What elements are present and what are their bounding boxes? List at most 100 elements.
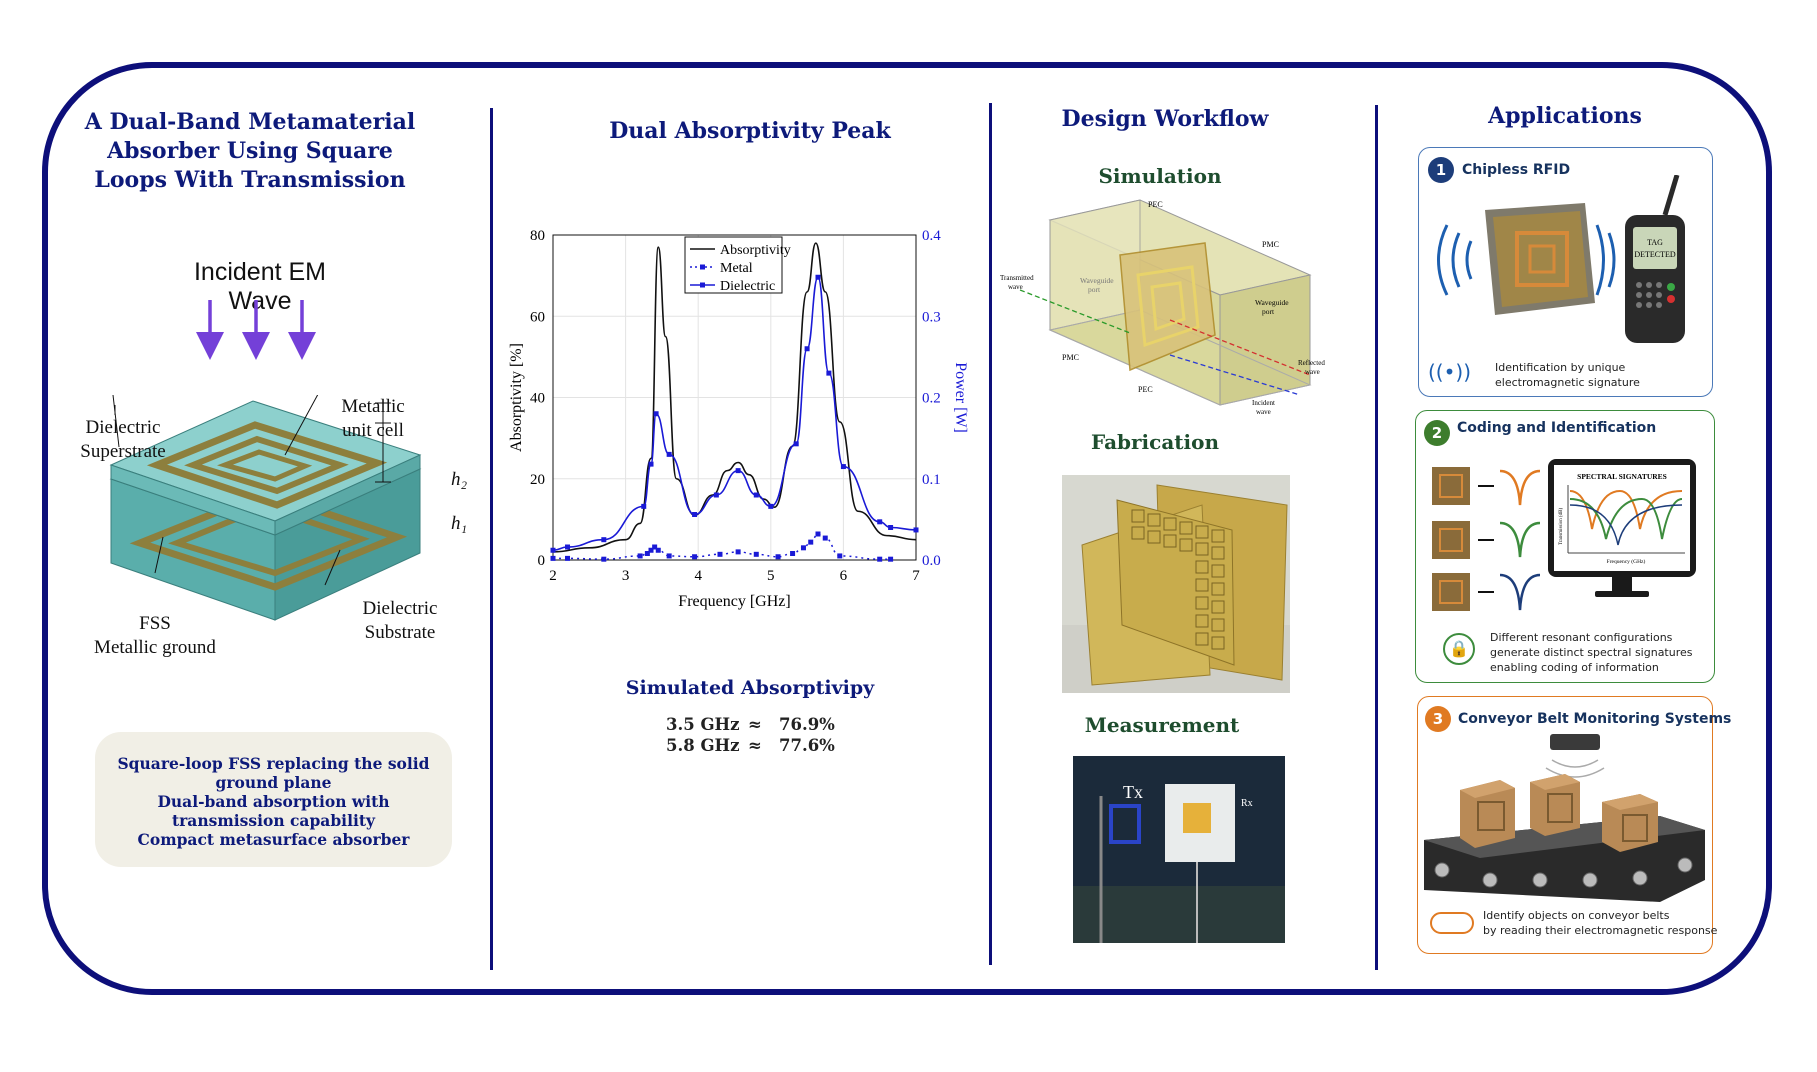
x-tick-5: 7 bbox=[912, 568, 920, 584]
card2-title: Coding and Identification bbox=[1457, 420, 1657, 436]
series-dielectric-point-1 bbox=[565, 544, 571, 550]
rx-label: Rx bbox=[1241, 798, 1253, 809]
series-metal-point-21 bbox=[888, 556, 894, 562]
series-metal-point-2 bbox=[601, 556, 607, 562]
series-metal-point-14 bbox=[790, 551, 796, 556]
series-metal-point-9 bbox=[692, 554, 698, 560]
label-dielectric-superstrate: Dielectric Superstrate bbox=[80, 417, 166, 462]
series-metal-point-16 bbox=[808, 539, 814, 545]
series-dielectric-line bbox=[552, 276, 917, 552]
result-approx-2: ≈ bbox=[748, 736, 762, 755]
screen-title: SPECTRAL SIGNATURES bbox=[1577, 472, 1667, 481]
y-right-tick-1: 0.1 bbox=[922, 472, 941, 488]
lock-icon: 🔒 bbox=[1443, 633, 1475, 665]
sim-label-reflected-1: Reflected bbox=[1298, 359, 1325, 367]
y-tick-0: 0 bbox=[538, 553, 546, 569]
x-axis-label: Frequency [GHz] bbox=[678, 593, 790, 610]
series-dielectric-point-8 bbox=[713, 492, 719, 498]
x-tick-2: 4 bbox=[694, 568, 702, 584]
sim-label-incident-2: wave bbox=[1256, 408, 1271, 416]
conveyor-icon bbox=[1430, 912, 1474, 934]
screen-axis-y: Transmission (dB) bbox=[1559, 507, 1564, 545]
y-tick-1: 20 bbox=[530, 472, 545, 488]
series-metal-point-3 bbox=[637, 553, 643, 559]
card3-number: 3 bbox=[1425, 706, 1451, 732]
step-measurement: Measurement bbox=[1084, 713, 1240, 737]
y-right-tick-4: 0.4 bbox=[922, 228, 941, 244]
sim-label-pec-top: PEC bbox=[1148, 200, 1163, 209]
chart-panel-title: Dual Absorptivity Peak bbox=[609, 118, 891, 144]
tx-label: Tx bbox=[1123, 782, 1143, 802]
label-dielectric-substrate: Dielectric Substrate bbox=[362, 598, 438, 643]
series-metal-point-17 bbox=[815, 531, 821, 537]
series-dielectric-point-19 bbox=[913, 527, 919, 533]
sim-label-waveguide-left-1: Waveguide bbox=[1080, 276, 1114, 285]
left-title: A Dual-Band Metamaterial Absorber Using … bbox=[84, 109, 416, 193]
series-dielectric-point-13 bbox=[804, 346, 810, 352]
sim-label-waveguide-right-2: port bbox=[1262, 307, 1275, 316]
y-right-tick-2: 0.2 bbox=[922, 391, 941, 407]
step-fabrication: Fabrication bbox=[1090, 430, 1220, 454]
series-dielectric-point-3 bbox=[641, 503, 647, 509]
series-dielectric-point-0 bbox=[550, 547, 556, 553]
divider-3 bbox=[1375, 105, 1378, 970]
x-tick-1: 3 bbox=[622, 568, 630, 584]
sim-label-transmitted-1: Transmitted bbox=[1000, 274, 1034, 282]
incident-label: Incident EM Wave bbox=[193, 258, 326, 315]
card2-number: 2 bbox=[1424, 420, 1450, 446]
sim-label-incident-1: Incident bbox=[1252, 399, 1275, 407]
feature-2: Dual-band absorption with transmission c… bbox=[157, 792, 390, 830]
workflow-title: Design Workflow bbox=[1061, 106, 1269, 132]
x-tick-3: 5 bbox=[767, 568, 775, 584]
series-metal-point-18 bbox=[822, 535, 828, 541]
legend-label-1: Metal bbox=[720, 261, 753, 276]
sim-label-transmitted-2: wave bbox=[1008, 283, 1023, 291]
y-right-axis-label: Power [W] bbox=[952, 362, 969, 433]
series-dielectric-point-11 bbox=[768, 503, 774, 509]
series-metal-point-13 bbox=[775, 554, 781, 560]
y-right-tick-3: 0.3 bbox=[922, 309, 941, 325]
applications-title: Applications bbox=[1488, 103, 1642, 129]
y-tick-4: 80 bbox=[530, 228, 545, 244]
series-dielectric-point-4 bbox=[648, 461, 654, 467]
series-metal-point-15 bbox=[800, 545, 806, 551]
result-freq-1: 3.5 GHz bbox=[666, 715, 740, 734]
sim-label-reflected-2: wave bbox=[1305, 368, 1320, 376]
series-metal-point-4 bbox=[644, 551, 650, 556]
feature-box: Square-loop FSS replacing the solid grou… bbox=[95, 732, 452, 867]
x-tick-0: 2 bbox=[549, 568, 557, 584]
series-absorptivity-line bbox=[552, 242, 917, 553]
result-value-2: 77.6% bbox=[779, 736, 835, 755]
legend-label-2: Dielectric bbox=[720, 279, 775, 294]
series-dielectric-point-17 bbox=[877, 519, 883, 525]
tag-text-1: TAG bbox=[1647, 238, 1663, 247]
card1-title: Chipless RFID bbox=[1462, 162, 1571, 178]
incident-arrows bbox=[196, 300, 316, 360]
series-metal-point-6 bbox=[652, 544, 658, 550]
feature-3: Compact metasurface absorber bbox=[137, 830, 410, 849]
series-metal-line bbox=[553, 533, 891, 560]
y-tick-2: 40 bbox=[530, 391, 545, 407]
series-metal-point-7 bbox=[655, 547, 661, 553]
series-metal-point-19 bbox=[837, 553, 843, 559]
series-metal-point-1 bbox=[565, 555, 571, 561]
series-metal-point-11 bbox=[735, 549, 741, 555]
series-dielectric-point-5 bbox=[653, 411, 659, 417]
label-fss-ground: FSS Metallic ground bbox=[94, 613, 216, 658]
series-dielectric-point-9 bbox=[735, 468, 741, 474]
series-dielectric-point-18 bbox=[888, 525, 894, 530]
y-tick-3: 60 bbox=[530, 309, 545, 325]
series-metal-point-8 bbox=[666, 553, 672, 559]
series-metal-point-12 bbox=[753, 551, 759, 557]
coding-illustration: SPECTRAL SIGNATURES Transmission (dB) Fr… bbox=[1432, 459, 1696, 611]
series-dielectric-point-7 bbox=[692, 512, 698, 517]
sim-label-waveguide-right-1: Waveguide bbox=[1255, 298, 1289, 307]
result-value-1: 76.9% bbox=[779, 715, 835, 734]
series-dielectric-point-2 bbox=[601, 537, 607, 543]
sim-label-pec-bottom: PEC bbox=[1138, 385, 1153, 394]
result-freq-2: 5.8 GHz bbox=[666, 736, 740, 755]
rfid-illustration: TAG DETECTED bbox=[1437, 175, 1685, 343]
label-h1: h₁ bbox=[450, 513, 468, 534]
conveyor-illustration bbox=[1424, 734, 1705, 902]
